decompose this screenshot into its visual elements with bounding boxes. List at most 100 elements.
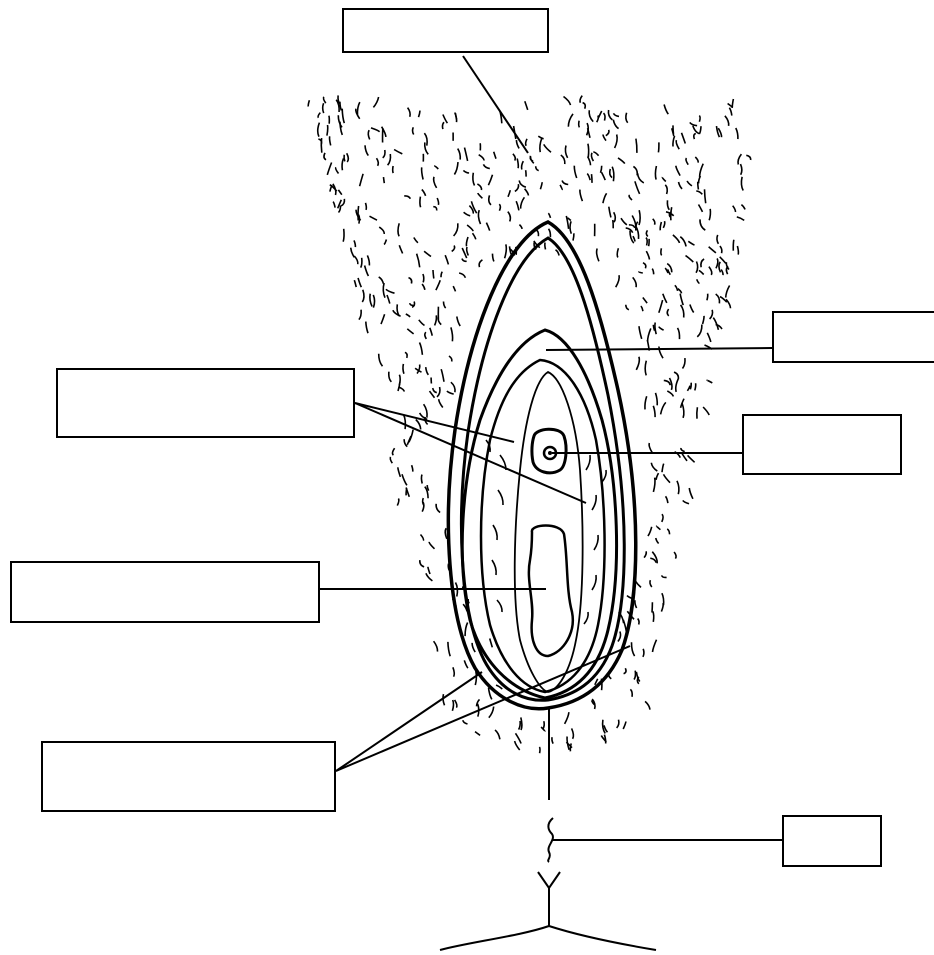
hair-stroke bbox=[697, 407, 698, 418]
hair-stroke bbox=[678, 328, 680, 339]
hair-stroke bbox=[515, 741, 520, 750]
hair-stroke bbox=[358, 215, 359, 224]
hair-stroke bbox=[475, 671, 476, 685]
hair-stroke bbox=[379, 354, 383, 367]
hair-stroke bbox=[649, 443, 652, 453]
leader-line-lower-left-a bbox=[336, 672, 482, 771]
label-box-middle-left[interactable] bbox=[10, 561, 320, 623]
hair-stroke bbox=[420, 197, 421, 208]
hair-stroke bbox=[458, 149, 461, 160]
hair-stroke bbox=[526, 170, 527, 176]
hair-stroke bbox=[465, 148, 468, 161]
hair-stroke bbox=[681, 448, 685, 452]
hair-stroke bbox=[574, 166, 576, 178]
hair-stroke bbox=[419, 320, 425, 326]
hair-stroke bbox=[656, 393, 658, 405]
hair-stroke bbox=[465, 623, 468, 637]
hair-stroke bbox=[483, 164, 489, 168]
hair-stroke bbox=[463, 170, 469, 173]
hair-stroke bbox=[565, 146, 567, 158]
hair-stroke bbox=[463, 720, 468, 724]
hair-stroke bbox=[454, 162, 458, 174]
hair-stroke bbox=[323, 103, 324, 113]
hair-stroke bbox=[652, 269, 654, 275]
hair-stroke bbox=[472, 643, 475, 652]
hair-stroke bbox=[717, 126, 720, 137]
hair-stroke bbox=[644, 551, 646, 557]
hair-stroke bbox=[434, 166, 438, 169]
label-box-upper-left[interactable] bbox=[56, 368, 355, 438]
hair-stroke bbox=[357, 102, 359, 115]
label-box-upper-right[interactable] bbox=[772, 311, 934, 363]
hair-stroke bbox=[426, 367, 429, 375]
hair-stroke bbox=[636, 139, 637, 153]
hair-stroke bbox=[601, 166, 602, 173]
hair-stroke bbox=[592, 174, 593, 183]
hair-stroke bbox=[662, 514, 663, 522]
hair-stroke bbox=[710, 310, 713, 319]
hair-stroke bbox=[404, 414, 406, 429]
hair-stroke bbox=[705, 189, 706, 203]
leader-line-upper-left-a bbox=[355, 403, 514, 442]
hair-stroke bbox=[680, 294, 683, 306]
hair-stroke bbox=[430, 391, 435, 398]
hair-stroke bbox=[323, 97, 325, 103]
hair-stroke bbox=[422, 190, 426, 196]
hair-stroke bbox=[354, 240, 355, 247]
hair-stroke bbox=[651, 463, 657, 471]
hair-stroke bbox=[318, 123, 320, 137]
label-box-bottom-right[interactable] bbox=[782, 815, 882, 867]
hair-stroke bbox=[659, 347, 663, 359]
hair-stroke bbox=[646, 251, 649, 259]
hair-stroke bbox=[657, 526, 661, 530]
hair-stroke bbox=[664, 380, 670, 385]
hair-stroke bbox=[489, 688, 492, 700]
hair-stroke bbox=[370, 216, 378, 220]
hair-stroke bbox=[741, 205, 745, 210]
hair-stroke bbox=[639, 271, 643, 273]
hair-stroke bbox=[416, 420, 421, 430]
hair-stroke bbox=[648, 328, 651, 341]
hair-stroke bbox=[686, 158, 688, 165]
hair-stroke bbox=[336, 167, 339, 173]
hair-stroke bbox=[437, 198, 438, 205]
hair-stroke bbox=[402, 474, 407, 485]
label-box-top[interactable] bbox=[342, 8, 549, 53]
hair-stroke bbox=[639, 210, 640, 225]
hair-stroke bbox=[676, 166, 680, 176]
hair-stroke bbox=[699, 126, 701, 134]
hair-stroke bbox=[653, 611, 654, 622]
labia-minora-outline-inner bbox=[481, 360, 605, 692]
hair-stroke bbox=[407, 329, 413, 334]
hair-stroke bbox=[517, 159, 518, 169]
hair-stroke bbox=[643, 649, 644, 657]
labia-minora-outline-outer bbox=[462, 330, 616, 698]
hair-stroke bbox=[703, 407, 709, 415]
hair-stroke bbox=[726, 286, 730, 298]
hair-stroke bbox=[655, 166, 656, 180]
hair-stroke bbox=[373, 295, 374, 308]
hair-stroke bbox=[366, 203, 367, 210]
hair-stroke bbox=[603, 193, 607, 203]
hair-stroke bbox=[451, 382, 455, 392]
hair-stroke bbox=[499, 204, 500, 211]
hair-stroke bbox=[522, 161, 524, 169]
hair-stroke bbox=[413, 127, 414, 134]
hair-stroke bbox=[615, 135, 618, 149]
hair-stroke bbox=[382, 127, 386, 137]
hair-stroke bbox=[541, 727, 545, 732]
hair-stroke bbox=[404, 439, 407, 446]
hair-stroke bbox=[433, 388, 437, 393]
hair-stroke bbox=[617, 720, 619, 728]
hair-stroke bbox=[588, 144, 589, 157]
label-box-middle-right[interactable] bbox=[742, 414, 902, 475]
hair-stroke bbox=[539, 747, 540, 753]
hair-stroke bbox=[455, 113, 457, 123]
leader-line-upper-left-b bbox=[355, 403, 586, 503]
hair-stroke bbox=[643, 298, 647, 304]
label-box-lower-left[interactable] bbox=[41, 741, 336, 812]
hair-stroke bbox=[393, 166, 394, 173]
hair-stroke bbox=[544, 144, 551, 152]
hair-stroke bbox=[655, 323, 656, 335]
clitoris-glans-center bbox=[548, 451, 552, 455]
